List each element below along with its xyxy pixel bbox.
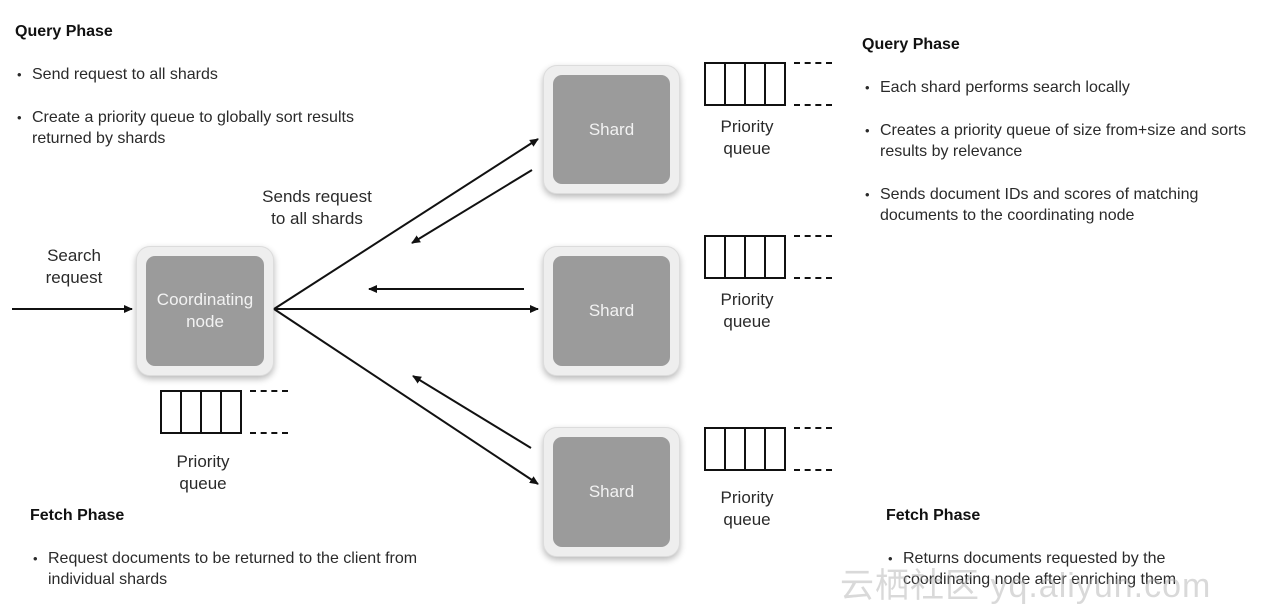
priority-queue-coordinating — [160, 390, 290, 434]
left-query-phase-list: Send request to all shards Create a prio… — [16, 64, 362, 171]
priority-queue-line: Priority — [720, 488, 774, 507]
shard-label: Shard — [588, 482, 635, 501]
priority-queue-line: Priority — [176, 452, 230, 471]
right-query-phase-list: Each shard performs search locally Creat… — [864, 77, 1260, 248]
queue-cell — [764, 235, 786, 279]
right-query-bullet: Sends document IDs and scores of matchin… — [865, 184, 1260, 226]
shard-label: Shard — [588, 119, 635, 139]
left-fetch-phase-title: Fetch Phase — [30, 507, 125, 524]
priority-queue-label-shard-3: Priority queue — [704, 487, 790, 531]
left-query-bullet: Create a priority queue to globally sort… — [17, 107, 362, 149]
coordinating-node-label: node — [186, 312, 224, 331]
priority-queue-line: queue — [179, 474, 227, 493]
search-request-line: Search — [47, 246, 101, 265]
priority-queue-shard-3 — [704, 427, 834, 471]
priority-queue-label-coordinating: Priority queue — [160, 451, 246, 495]
priority-queue-line: queue — [723, 139, 771, 158]
priority-queue-shard-2 — [704, 235, 834, 279]
request-arrow-shard-3 — [273, 308, 539, 485]
left-fetch-bullet: Request documents to be returned to the … — [33, 548, 448, 590]
queue-cell — [220, 390, 242, 434]
shard-node-body: Shard — [553, 437, 670, 547]
queue-dash — [794, 104, 832, 106]
right-fetch-bullet: Returns documents requested by the coord… — [888, 548, 1233, 590]
shard-node-2: Shard — [543, 246, 680, 376]
left-query-phase-title: Query Phase — [15, 23, 113, 40]
right-fetch-phase-list: Returns documents requested by the coord… — [887, 548, 1233, 612]
priority-queue-label-shard-1: Priority queue — [704, 116, 790, 160]
priority-queue-label-shard-2: Priority queue — [704, 289, 790, 333]
search-request-label: Search request — [38, 245, 110, 289]
priority-queue-line: queue — [723, 510, 771, 529]
coordinating-node-label: Coordinating — [156, 290, 254, 309]
shard-node-3: Shard — [543, 427, 680, 557]
right-query-bullet: Each shard performs search locally — [865, 77, 1260, 98]
queue-cell — [764, 62, 786, 106]
sends-request-label: Sends request to all shards — [252, 186, 382, 230]
shard-label: Shard — [588, 301, 635, 320]
queue-dash — [794, 469, 832, 471]
right-query-phase-title: Query Phase — [862, 36, 960, 53]
request-arrow-shard-1 — [273, 138, 539, 310]
search-request-line: request — [45, 268, 103, 287]
queue-dash — [794, 277, 832, 279]
queue-dash — [250, 432, 288, 434]
right-query-bullet: Creates a priority queue of size from+si… — [865, 120, 1260, 162]
watermark-text: 云栖社区 yq.aliyun.com — [840, 567, 1212, 605]
priority-queue-line: Priority — [720, 117, 774, 136]
sends-request-line: Sends request — [262, 187, 372, 206]
response-arrow-shard-3 — [412, 375, 532, 449]
queue-dash — [794, 235, 832, 237]
left-fetch-phase-list: Request documents to be returned to the … — [32, 548, 448, 612]
queue-cell — [764, 427, 786, 471]
priority-queue-shard-1 — [704, 62, 834, 106]
response-arrow-shard-1 — [411, 169, 533, 244]
coordinating-node-body: Coordinating node — [146, 256, 264, 366]
queue-dash — [794, 62, 832, 64]
priority-queue-line: queue — [723, 312, 771, 331]
shard-node-1: Shard — [543, 65, 680, 194]
queue-dash — [794, 427, 832, 429]
priority-queue-line: Priority — [720, 290, 774, 309]
left-query-bullet: Send request to all shards — [17, 64, 362, 85]
sends-request-line: to all shards — [271, 209, 363, 228]
queue-dash — [250, 390, 288, 392]
right-fetch-phase-title: Fetch Phase — [886, 507, 981, 524]
shard-node-body: Shard — [553, 256, 670, 366]
shard-node-body: Shard — [553, 75, 670, 184]
coordinating-node: Coordinating node — [136, 246, 274, 376]
